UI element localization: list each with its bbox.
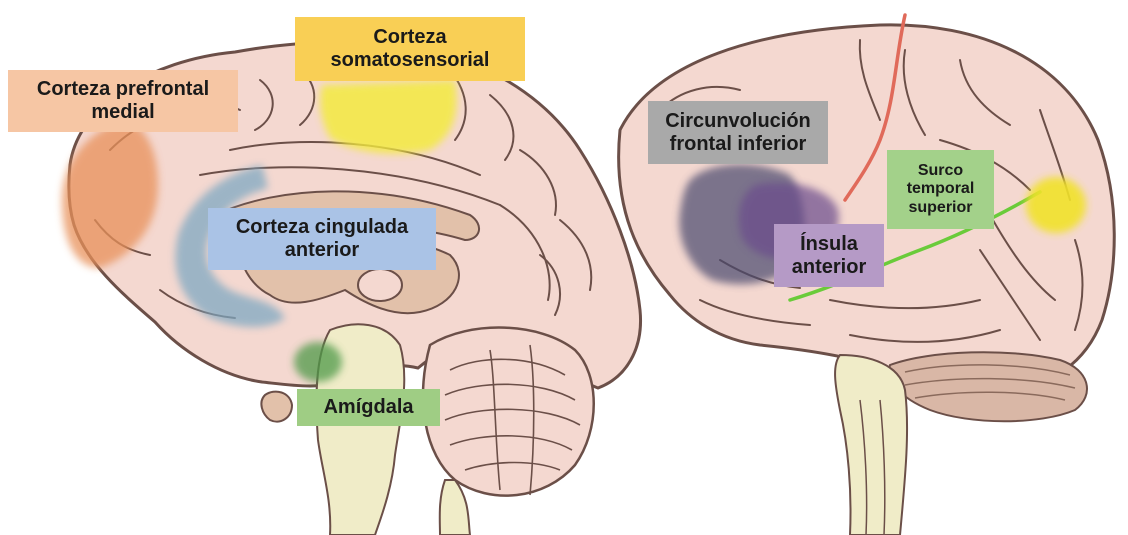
label-anterior-insula: Ínsula anterior [774,224,884,287]
label-somatosensory-cortex: Corteza somatosensorial [295,17,525,81]
label-medial-prefrontal-cortex: Corteza prefrontal medial [8,70,238,132]
cerebellum-medial [423,328,594,496]
label-anterior-cingulate-cortex: Corteza cingulada anterior [208,208,436,270]
pituitary [261,392,292,422]
label-superior-temporal-sulcus: Surco temporal superior [887,150,994,229]
label-amygdala: Amígdala [297,389,440,426]
thalamic-nucleus [358,269,402,301]
highlight-somatosensory [320,80,457,154]
label-inferior-frontal-gyrus: Circunvolución frontal inferior [648,101,828,164]
brainstem-lateral [835,355,907,535]
highlight-amygdala [294,342,342,382]
cerebellum-lateral [889,352,1087,421]
highlight-sts-spot [1026,177,1086,233]
spinal-cord-left [440,480,470,535]
